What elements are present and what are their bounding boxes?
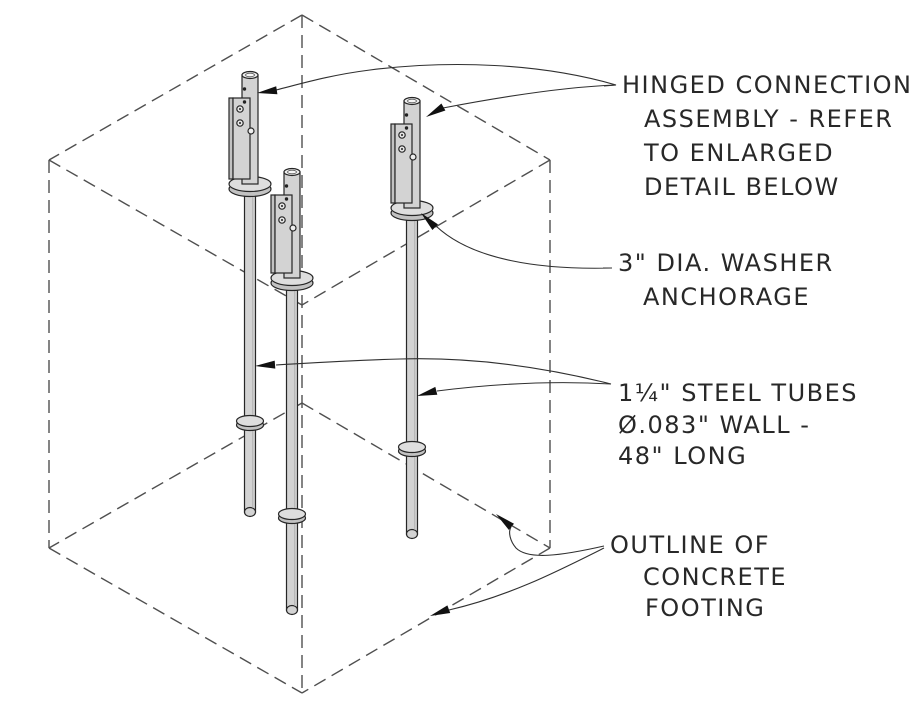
label-line: TO ENLARGED <box>643 139 834 167</box>
steel-tube-right <box>390 96 434 540</box>
leader-arrow <box>426 103 446 117</box>
leader-lines <box>255 64 617 616</box>
label-steel-tubes: 1¼" STEEL TUBES Ø.083" WALL - 48" LONG <box>618 379 858 470</box>
label-washer-anchorage: 3" DIA. WASHER ANCHORAGE <box>618 249 834 311</box>
pin-hole-dot <box>242 87 247 91</box>
leader-arrow <box>421 213 438 230</box>
leader-arrow <box>255 360 276 369</box>
leader-arrow <box>430 605 451 616</box>
label-line: FOOTING <box>645 594 765 622</box>
pin-hole-dot <box>404 113 409 117</box>
hinged-connection-assembly-middle <box>270 167 314 292</box>
steel-tube-left <box>228 70 272 518</box>
label-line: Ø.083" WALL - <box>618 411 810 439</box>
steel-tube-middle <box>270 167 314 616</box>
label-concrete-footing: OUTLINE OF CONCRETE FOOTING <box>610 531 787 622</box>
label-line: 1¼" STEEL TUBES <box>618 379 858 407</box>
label-line: CONCRETE <box>643 563 787 591</box>
mid-washer-left <box>235 414 265 432</box>
label-line: OUTLINE OF <box>610 531 770 559</box>
hinged-connection-assembly-left <box>228 70 272 198</box>
concrete-footing-outline <box>48 14 551 694</box>
leader-arrow <box>257 86 278 95</box>
label-line: 48" LONG <box>618 442 747 470</box>
pin-hole-dot <box>242 100 247 104</box>
label-line: 3" DIA. WASHER <box>618 249 834 277</box>
mid-washer-middle <box>277 507 307 525</box>
label-line: HINGED CONNECTION <box>622 71 913 99</box>
hinged-connection-assembly-right <box>390 96 434 222</box>
label-line: ASSEMBLY - REFER <box>644 105 893 133</box>
label-line: ANCHORAGE <box>643 283 810 311</box>
pin-hole-dot <box>284 184 289 188</box>
pin-hole-dot <box>404 126 409 130</box>
leader-arrow <box>496 514 514 530</box>
pin-hole-dot <box>284 197 289 201</box>
label-line: DETAIL BELOW <box>644 173 840 201</box>
leader-arrow <box>417 386 438 396</box>
label-hinged-connection: HINGED CONNECTION ASSEMBLY - REFER TO EN… <box>622 71 913 201</box>
mid-washer-right <box>397 440 427 458</box>
